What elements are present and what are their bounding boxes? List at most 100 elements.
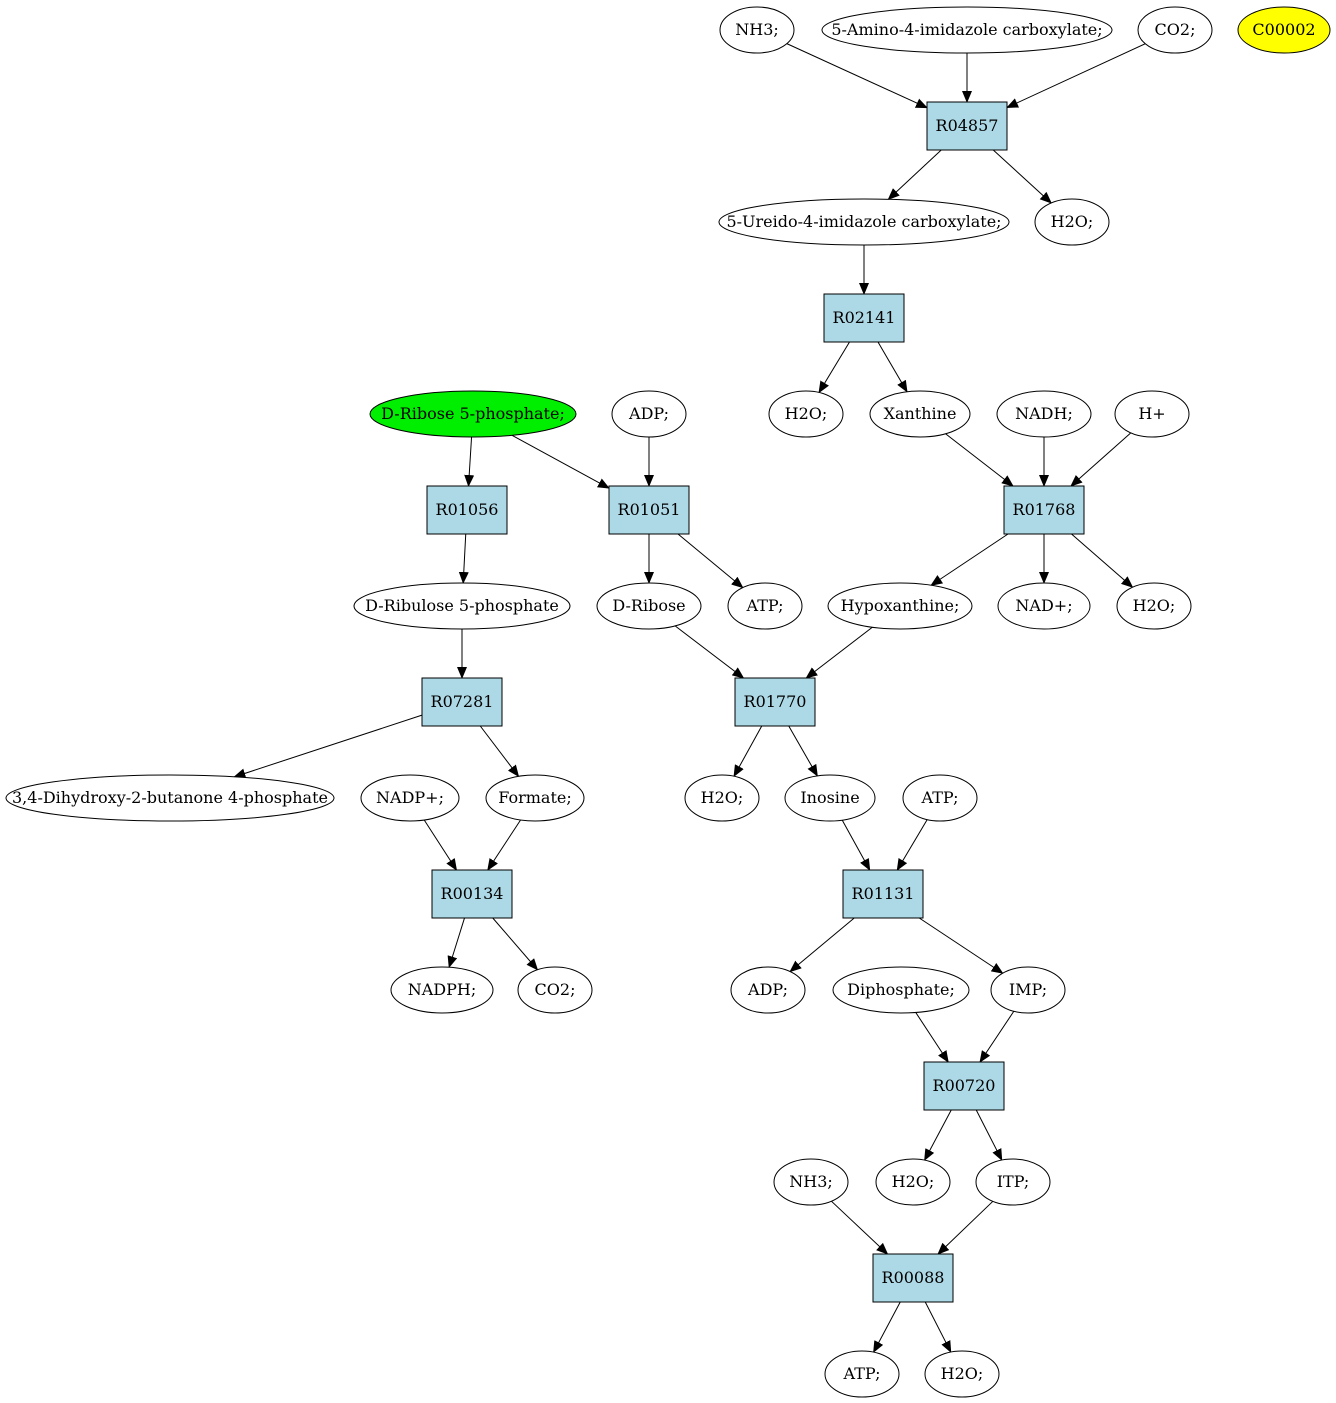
reaction-node-r07281[interactable]: R07281 — [421, 677, 503, 727]
reaction-node-r02141[interactable]: R02141 — [823, 293, 905, 343]
node-label: H2O; — [1051, 212, 1094, 231]
node-label: R07281 — [431, 692, 494, 711]
node-label: R01770 — [744, 692, 807, 711]
node-label: Inosine — [800, 788, 859, 807]
compound-node-co2[interactable]: CO2; — [1137, 6, 1213, 54]
node-label: R00088 — [882, 1268, 945, 1287]
compound-ellipse — [730, 966, 806, 1014]
edge-r_R01770-to-c_h2o_r01770 — [733, 725, 763, 778]
compound-ellipse — [390, 966, 494, 1014]
edge-c_nh3_top-to-r_R04857 — [786, 43, 928, 109]
compound-node-xanthine[interactable]: Xanthine — [869, 390, 971, 438]
reaction-node-r01768[interactable]: R01768 — [1003, 485, 1085, 535]
edge-r_R07281-to-c_formate — [479, 725, 520, 778]
compound-ellipse — [990, 966, 1066, 1014]
compound-ellipse — [997, 582, 1091, 630]
compound-node-h2o[interactable]: H2O; — [924, 1350, 1000, 1398]
edge-r_R02141-to-c_h2o_r02141 — [818, 341, 850, 394]
compound-node-itp[interactable]: ITP; — [975, 1158, 1051, 1206]
reaction-box — [872, 1253, 954, 1303]
node-label: ATP; — [746, 596, 784, 615]
node-label: NADPH; — [408, 980, 477, 999]
compound-node-hypoxanthine[interactable]: Hypoxanthine; — [827, 582, 973, 630]
compound-node-nadp[interactable]: NADP+; — [360, 774, 460, 822]
edge-r_R00088-to-c_h2o_bottom — [924, 1301, 952, 1353]
edge-c_atp_mid-to-r_R01131 — [896, 819, 928, 871]
node-label: R02141 — [833, 308, 896, 327]
compound-node-h2o[interactable]: H2O; — [1116, 582, 1192, 630]
node-label: H2O; — [785, 404, 828, 423]
reaction-node-r01131[interactable]: R01131 — [842, 869, 924, 919]
compound-node-atp[interactable]: ATP; — [902, 774, 978, 822]
reaction-box — [426, 485, 508, 535]
compound-node-d-ribose[interactable]: D-Ribose — [596, 582, 702, 630]
compound-ellipse — [718, 198, 1010, 246]
edge-r_R01768-to-c_h2o_r01768 — [1071, 533, 1134, 588]
edge-r_R04857-to-c_h2o_r04857 — [992, 149, 1052, 204]
reaction-node-r00720[interactable]: R00720 — [923, 1061, 1005, 1111]
compound-node-atp[interactable]: ATP; — [824, 1350, 900, 1398]
compound-node-imp[interactable]: IMP; — [990, 966, 1066, 1014]
node-label: NH3; — [789, 1172, 833, 1191]
node-label: 3,4-Dihydroxy-2-butanone 4-phosphate — [12, 788, 328, 807]
edge-r_R01131-to-c_adp_bottom — [789, 917, 855, 973]
compound-ellipse — [773, 1158, 849, 1206]
reaction-box — [1003, 485, 1085, 535]
edge-c_dribose-to-r_R01770 — [674, 625, 745, 679]
compound-node-h[interactable]: H+ — [1114, 390, 1190, 438]
compound-ellipse — [5, 774, 335, 822]
compound-node-h2o[interactable]: H2O; — [1034, 198, 1110, 246]
compound-node-nh3[interactable]: NH3; — [773, 1158, 849, 1206]
reaction-node-r04857[interactable]: R04857 — [926, 101, 1008, 151]
edge-r_R07281-to-c_dihydroxy — [233, 714, 423, 779]
reaction-node-r00134[interactable]: R00134 — [431, 869, 513, 919]
reaction-node-r00088[interactable]: R00088 — [872, 1253, 954, 1303]
reaction-box — [431, 869, 513, 919]
node-label: D-Ribose 5-phosphate; — [381, 404, 565, 423]
edge-c_ribose5p-to-r_R01051 — [511, 434, 610, 489]
node-label: ADP; — [628, 404, 669, 423]
reaction-node-r01051[interactable]: R01051 — [608, 485, 690, 535]
compound-node-nh3[interactable]: NH3; — [719, 6, 795, 54]
edge-c_hypoxanthine-to-r_R01770 — [805, 626, 873, 679]
compound-node-diphosphate[interactable]: Diphosphate; — [832, 966, 970, 1014]
node-label: H2O; — [1133, 596, 1176, 615]
compound-node-nadph[interactable]: NADPH; — [390, 966, 494, 1014]
compound-node-formate[interactable]: Formate; — [485, 774, 585, 822]
compound-node-5-ureido-4-imidazole-carboxylate[interactable]: 5-Ureido-4-imidazole carboxylate; — [718, 198, 1010, 246]
compound-node-inosine[interactable]: Inosine — [784, 774, 876, 822]
compound-node-atp[interactable]: ATP; — [727, 582, 803, 630]
compound-node-adp[interactable]: ADP; — [730, 966, 806, 1014]
node-label: Xanthine — [884, 404, 957, 423]
compound-ellipse — [996, 390, 1092, 438]
compound-node-d-ribulose-5-phosphate[interactable]: D-Ribulose 5-phosphate — [353, 582, 571, 630]
compound-node-5-amino-4-imidazole-carboxylate[interactable]: 5-Amino-4-imidazole carboxylate; — [821, 6, 1113, 54]
node-label: R04857 — [936, 116, 999, 135]
compound-node-h2o[interactable]: H2O; — [684, 774, 760, 822]
compound-node-d-ribose-5-phosphate[interactable]: D-Ribose 5-phosphate; — [369, 390, 577, 438]
compound-node-h2o[interactable]: H2O; — [768, 390, 844, 438]
compound-node-adp[interactable]: ADP; — [611, 390, 687, 438]
compound-ellipse — [784, 774, 876, 822]
node-label: R01768 — [1013, 500, 1076, 519]
compound-ellipse — [353, 582, 571, 630]
compound-node-c00002[interactable]: C00002 — [1237, 6, 1331, 54]
compound-ellipse — [1114, 390, 1190, 438]
edge-c_formate-to-r_R00134 — [487, 819, 521, 871]
reaction-box — [608, 485, 690, 535]
compound-ellipse — [832, 966, 970, 1014]
compound-node-3-4-dihydroxy-2-butanone-4-phosphate[interactable]: 3,4-Dihydroxy-2-butanone 4-phosphate — [5, 774, 335, 822]
node-label: Hypoxanthine; — [841, 596, 960, 615]
compound-node-h2o[interactable]: H2O; — [875, 1158, 951, 1206]
reaction-box — [734, 677, 816, 727]
edge-r_R04857-to-c_5ureido — [887, 149, 942, 201]
compound-node-co2[interactable]: CO2; — [517, 966, 593, 1014]
reaction-node-r01770[interactable]: R01770 — [734, 677, 816, 727]
edge-c_co2_top-to-r_R04857 — [1006, 43, 1146, 108]
compound-node-nad[interactable]: NAD+; — [997, 582, 1091, 630]
node-label: R01056 — [436, 500, 499, 519]
edge-r_R00134-to-c_co2_bottom — [492, 917, 539, 971]
compound-node-nadh[interactable]: NADH; — [996, 390, 1092, 438]
reaction-box — [421, 677, 503, 727]
reaction-node-r01056[interactable]: R01056 — [426, 485, 508, 535]
